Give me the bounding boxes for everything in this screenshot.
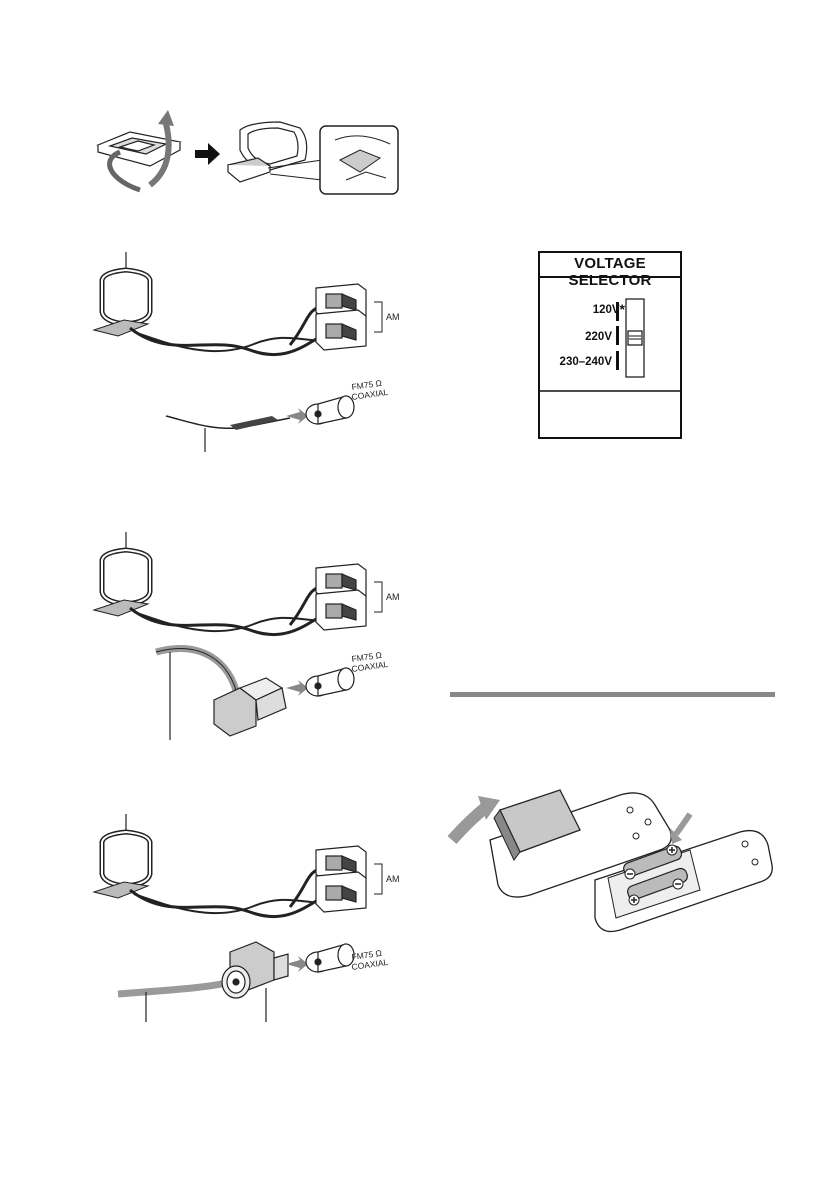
- voltage-selector-graphics: [538, 251, 682, 439]
- antenna-diagram-3: AM FM75 Ω COAXIAL: [90, 812, 420, 1027]
- voltage-option-220: 220V: [532, 331, 612, 343]
- antenna-diagram-1: AM FM75 Ω COAXIAL: [90, 250, 420, 460]
- voltage-option-230-240: 230–240V: [532, 356, 612, 368]
- voltage-option-asterisk: *: [620, 301, 625, 317]
- antenna-diagram-2: AM FM75 Ω COAXIAL: [90, 530, 420, 745]
- voltage-option-120: 120V: [593, 304, 620, 316]
- voltage-slider-knob[interactable]: [628, 331, 642, 345]
- am-label: AM: [386, 312, 400, 322]
- am-label: AM: [386, 592, 400, 602]
- am-label: AM: [386, 874, 400, 884]
- remote-battery-illustration: [450, 770, 780, 940]
- am-loop-assembly-illustration: [90, 110, 410, 210]
- section-divider: [450, 692, 775, 697]
